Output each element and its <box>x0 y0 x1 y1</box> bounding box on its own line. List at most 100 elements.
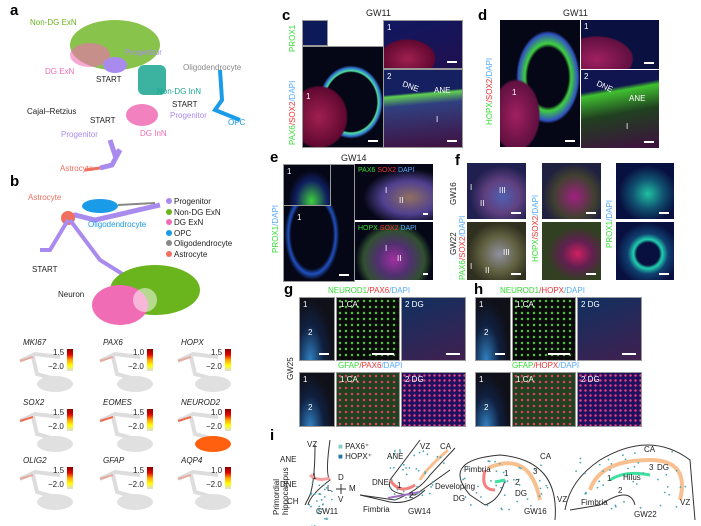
i-label: VZ <box>680 498 691 507</box>
cell-dot <box>464 496 467 498</box>
ca-image: 1 CA <box>512 297 576 361</box>
cell-dot <box>675 469 678 472</box>
region-label: II <box>485 266 490 275</box>
cell-dot <box>323 483 326 486</box>
cell-dot <box>310 492 313 495</box>
cell-dot <box>602 470 605 473</box>
d-stain: HOPX/SOX2/DAPI <box>485 58 494 125</box>
cell-dot <box>540 464 542 467</box>
cell-dot <box>622 454 624 457</box>
cell-dot <box>426 453 429 456</box>
cell-dot <box>462 478 465 481</box>
region-label: I <box>385 186 388 195</box>
feature-umap <box>19 351 73 392</box>
axis-d: D <box>338 473 344 482</box>
feature-umap <box>19 411 73 452</box>
box-number: 1 <box>303 375 308 384</box>
region-label: II <box>399 196 404 205</box>
cell-dot <box>392 466 395 469</box>
cell-dot <box>399 450 402 453</box>
cell-dot <box>325 487 328 489</box>
colorbar <box>67 409 73 431</box>
c-title: GW11 <box>366 8 391 18</box>
colorbar-min: −2.0 <box>128 422 144 431</box>
i-label: CA <box>440 442 452 451</box>
cell-dot <box>666 485 669 488</box>
dg-image: 2 DG <box>401 297 466 361</box>
colorbar <box>225 349 231 371</box>
colorbar-max: 1.5 <box>133 466 145 475</box>
cell-dot <box>495 470 498 473</box>
cell-dot <box>394 498 397 501</box>
i-label: DNE <box>372 478 389 487</box>
stain: /PAX6 <box>359 361 382 370</box>
ca-label: 1 CA <box>516 375 534 384</box>
stain: HOPX <box>358 225 378 232</box>
dne-label: DNE <box>595 78 615 95</box>
hippocampus-diagrams <box>304 439 696 526</box>
cell-dot <box>579 457 582 460</box>
c-zoom1-image: 1 <box>383 20 463 69</box>
cell-dot <box>539 487 542 490</box>
i-label: Fimbria <box>363 505 390 514</box>
i-label: Developing <box>435 482 476 491</box>
colorbar <box>147 467 153 489</box>
legend-hopx: ■ HOPX⁺ <box>338 452 372 462</box>
cell-dot <box>609 469 611 472</box>
cell-dot <box>635 483 638 485</box>
h-stain-bottom: GFAP/HOPX/DAPI <box>512 361 579 371</box>
box-number: 1 <box>479 300 484 309</box>
cell-dot <box>421 490 424 493</box>
cell-dot <box>431 483 434 486</box>
gene-title: HOPX <box>181 338 204 347</box>
cell-dot <box>632 480 635 483</box>
dg-image: 2 DG <box>401 372 466 427</box>
stain: /DAPI <box>531 194 540 216</box>
cell-dot <box>518 484 521 486</box>
cell-dot <box>322 503 324 506</box>
i-label: GW16 <box>524 507 547 516</box>
colorbar <box>225 409 231 431</box>
cell-dot <box>394 452 396 455</box>
colorbar-min: −2.0 <box>206 362 222 371</box>
box-number: 2 <box>484 328 489 337</box>
legend-label: OPC <box>174 228 192 238</box>
f-image <box>542 222 601 280</box>
ca-image: 1 CA <box>512 372 576 427</box>
stain: /DAPI <box>564 286 585 295</box>
i-label: DG <box>515 489 527 498</box>
box-number: 2 <box>387 72 392 81</box>
cell-dot <box>415 467 418 470</box>
i-label: Fimbria <box>581 498 608 507</box>
cell-dot <box>409 495 412 498</box>
panel-label-d: d <box>478 7 488 24</box>
colorbar-max: 1.5 <box>53 466 65 475</box>
dne-label: DNE <box>401 79 421 94</box>
ca-image: 1 CA <box>336 372 400 427</box>
i-label: Hilus <box>623 473 641 482</box>
cell-dot <box>477 485 479 488</box>
a-label: START <box>96 75 122 84</box>
cell-dot <box>540 492 543 495</box>
box-number: 2 <box>484 403 489 412</box>
gene-title: MKI67 <box>23 338 47 347</box>
i-label: VZ <box>307 440 318 449</box>
colorbar-max: 1.0 <box>211 466 223 475</box>
gene-title: SOX2 <box>23 398 45 407</box>
cell-dot <box>439 456 442 459</box>
legend-item: Progenitor <box>166 197 232 208</box>
cell-dot <box>526 498 529 501</box>
cell-dot <box>668 493 671 496</box>
box-number: 1 <box>303 300 308 309</box>
cell-dot <box>495 484 498 487</box>
legend-dot <box>166 198 172 204</box>
legend-label: Progenitor <box>174 197 211 206</box>
cell-dot <box>466 467 469 470</box>
cell-dot <box>598 463 601 466</box>
i-label: DNE <box>280 480 297 489</box>
